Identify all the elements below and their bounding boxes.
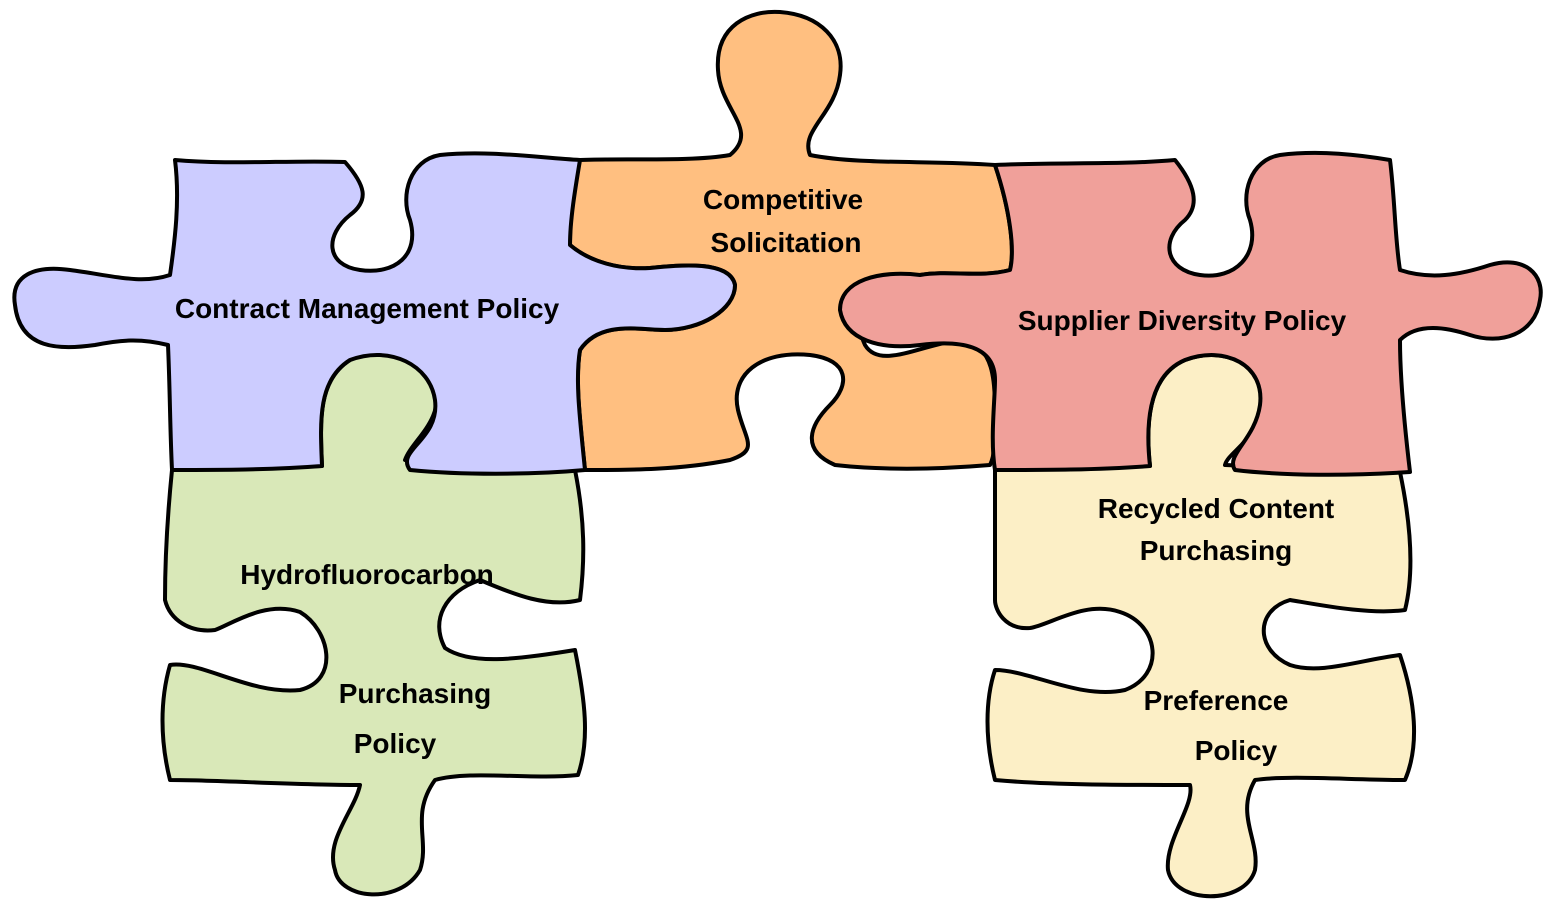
piece-label-line: Competitive [703,184,863,215]
puzzle-piece-hydrofluorocarbon: Hydrofluorocarbon Purchasing Policy [160,347,588,897]
puzzle-piece-shape [12,151,737,476]
puzzle-piece-contract-management: Contract Management Policy [12,151,737,476]
puzzle-piece-shape [985,353,1417,899]
piece-label-line: Supplier Diversity Policy [1018,305,1347,336]
piece-label-line: Purchasing [339,678,491,709]
piece-label-line: Policy [354,728,437,759]
piece-label-line: Hydrofluorocarbon [240,559,494,590]
piece-label-line: Recycled Content [1098,493,1335,524]
piece-label-line: Preference [1144,685,1289,716]
puzzle-piece-recycled-content: Recycled Content Purchasing Preference P… [985,353,1417,899]
puzzle-piece-shape [838,150,1543,477]
piece-label-line: Contract Management Policy [175,293,560,324]
piece-label-line: Solicitation [711,227,862,258]
puzzle-piece-shape [160,347,588,897]
piece-label-line: Policy [1195,735,1278,766]
piece-label-line: Purchasing [1140,535,1292,566]
puzzle-piece-supplier-diversity: Supplier Diversity Policy [838,150,1543,477]
puzzle-piece-competitive-solicitation: Competitive Solicitation [568,9,1014,472]
